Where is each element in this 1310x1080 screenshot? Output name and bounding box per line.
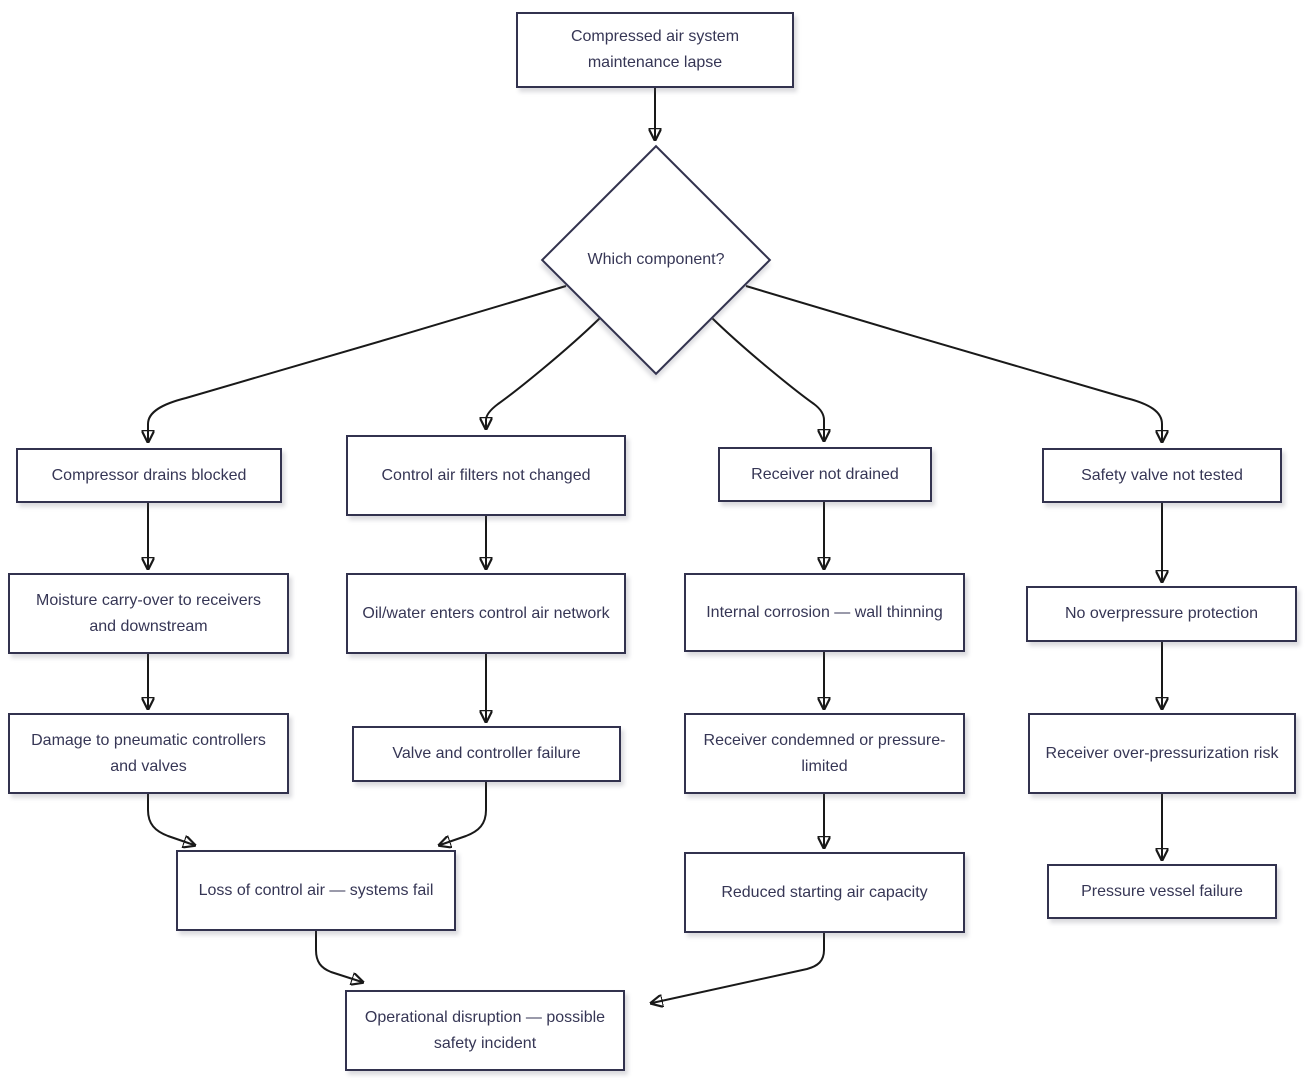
edge-decision-c1r1 xyxy=(148,285,567,441)
node-internal-corrosion: Internal corrosion — wall thinning xyxy=(684,573,965,652)
node-receiver-overpressurization-risk: Receiver over-pressurization risk xyxy=(1028,713,1296,794)
node-receiver-not-drained: Receiver not drained xyxy=(718,447,932,502)
edge-c3r4-bottom xyxy=(652,933,825,1003)
decision-label: Which component? xyxy=(587,251,725,268)
node-oil-water-enters-network: Oil/water enters control air network xyxy=(346,573,626,654)
edge-decision-c3r1 xyxy=(711,317,824,440)
node-compressor-drains-blocked: Compressor drains blocked xyxy=(16,448,282,503)
node-reduced-starting-air-capacity: Reduced starting air capacity xyxy=(684,852,965,933)
node-loss-of-control-air: Loss of control air — systems fail xyxy=(176,850,456,931)
node-safety-valve-not-tested: Safety valve not tested xyxy=(1042,448,1282,503)
node-control-air-filters-not-changed: Control air filters not changed xyxy=(346,435,626,516)
node-decision: Which component? xyxy=(540,144,772,376)
node-no-overpressure-protection: No overpressure protection xyxy=(1026,586,1297,642)
node-damage-to-pneumatic-controllers: Damage to pneumatic controllers and valv… xyxy=(8,713,289,794)
edge-decision-c4r1 xyxy=(745,285,1162,441)
node-moisture-carry-over: Moisture carry-over to receivers and dow… xyxy=(8,573,289,654)
edge-decision-c2r1 xyxy=(486,317,601,428)
edge-loss-bottom xyxy=(315,931,362,982)
edge-c1r3-loss xyxy=(147,794,194,845)
node-root: Compressed air system maintenance lapse xyxy=(516,12,794,88)
node-pressure-vessel-failure: Pressure vessel failure xyxy=(1047,864,1277,919)
edge-c2r3-loss xyxy=(440,782,487,845)
node-operational-disruption: Operational disruption — possible safety… xyxy=(345,990,625,1071)
node-valve-and-controller-failure: Valve and controller failure xyxy=(352,726,621,782)
node-receiver-condemned: Receiver condemned or pressure-limited xyxy=(684,713,965,794)
